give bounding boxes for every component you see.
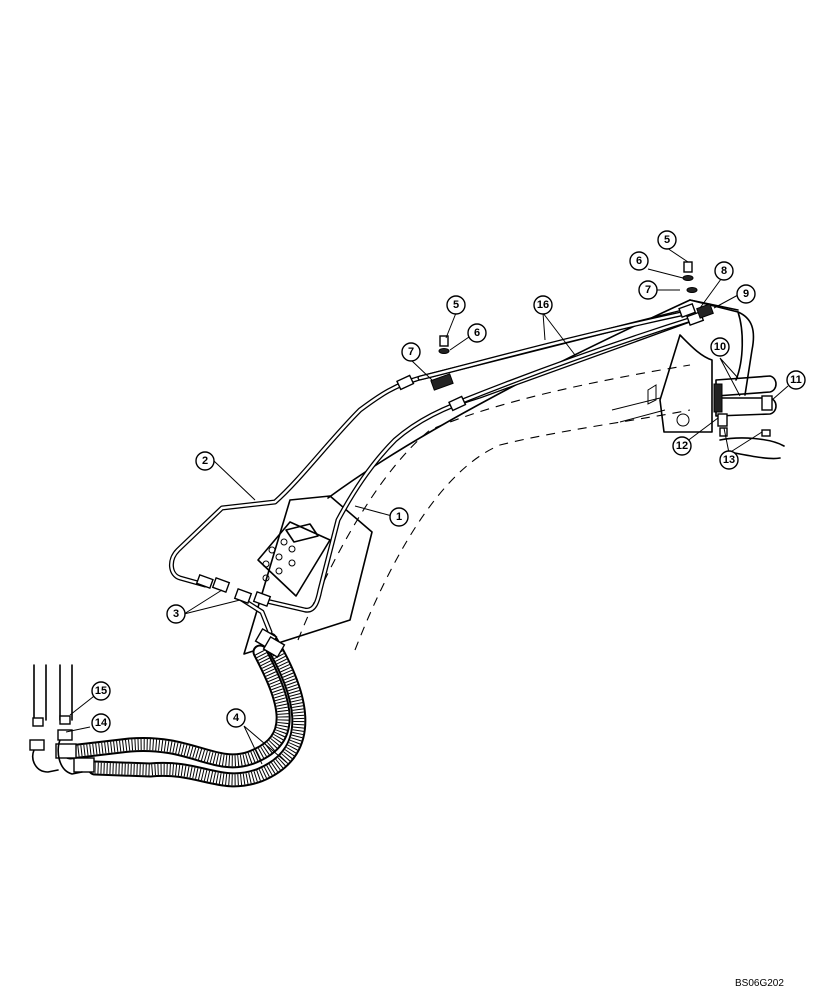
callout-13-label: 13: [723, 454, 735, 466]
callout-4-label: 4: [233, 712, 240, 724]
callout-12-label: 12: [676, 440, 688, 452]
callout-4: 4: [226, 708, 246, 728]
callout-2-label: 2: [202, 455, 208, 467]
callout-14-label: 14: [95, 717, 108, 729]
callout-8: 8: [714, 261, 734, 281]
callout-8-label: 8: [721, 265, 727, 277]
callout-15: 15: [91, 681, 111, 701]
hydraulic-hoses: [55, 627, 307, 788]
callout-5-upper: 5: [657, 230, 677, 250]
callout-5-middle: 5: [446, 295, 466, 315]
callout-12: 12: [672, 436, 692, 456]
callout-9-label: 9: [743, 288, 749, 300]
callout-7-middle: 7: [401, 342, 421, 362]
callout-5-middle-label: 5: [453, 299, 459, 311]
callout-10: 10: [710, 337, 730, 357]
callout-16: 16: [533, 295, 553, 315]
callout-16-label: 16: [537, 299, 549, 311]
callout-7-upper-label: 7: [645, 284, 651, 296]
callout-3-label: 3: [173, 608, 179, 620]
callout-6-middle-label: 6: [474, 327, 480, 339]
tube-fittings: [195, 261, 714, 607]
callout-6-upper: 6: [629, 251, 649, 271]
callout-14: 14: [91, 713, 111, 733]
callout-9: 9: [736, 284, 756, 304]
callout-3: 3: [166, 604, 186, 624]
callout-5-upper-label: 5: [664, 234, 670, 246]
right-valve-assembly: [713, 375, 777, 437]
callout-6-middle: 6: [467, 323, 487, 343]
rigid-tubes: [169, 307, 698, 635]
callout-13: 13: [719, 450, 739, 470]
callout-11: 11: [786, 370, 806, 390]
callout-11-label: 11: [790, 374, 802, 386]
callout-1-label: 1: [396, 511, 402, 523]
callout-2: 2: [195, 451, 215, 471]
cylinder-ports: [29, 664, 83, 775]
valve-manifold-plate: [257, 521, 331, 597]
callout-7-upper: 7: [638, 280, 658, 300]
callout-15-label: 15: [95, 685, 107, 697]
leader-lines: [65, 247, 789, 765]
callout-7-middle-label: 7: [408, 346, 414, 358]
callout-6-upper-label: 6: [636, 255, 642, 267]
callout-10-label: 10: [714, 341, 726, 353]
drawing-code: BS06G202: [735, 978, 784, 989]
callout-1: 1: [389, 507, 409, 527]
